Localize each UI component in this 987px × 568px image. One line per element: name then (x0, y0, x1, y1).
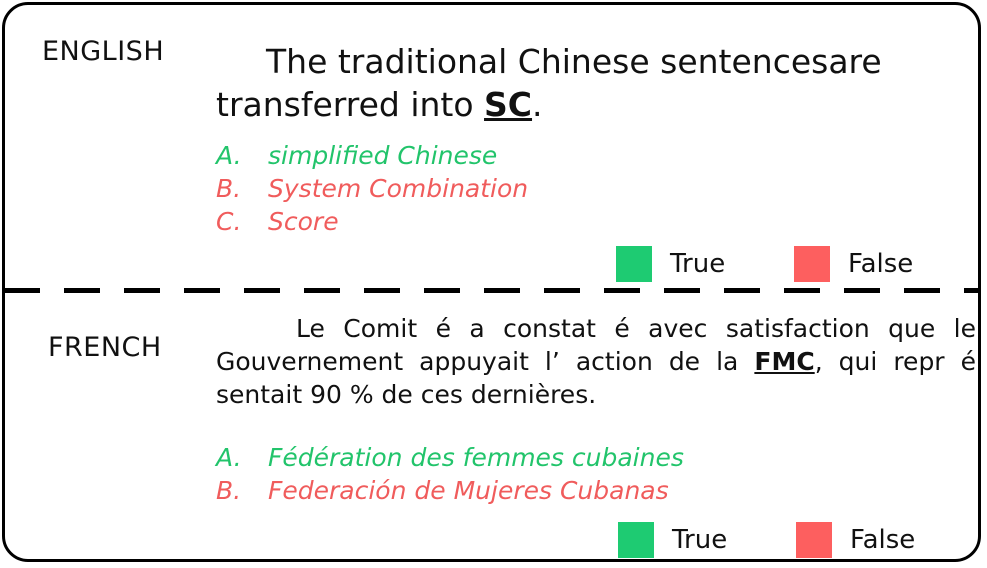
option-text: Fédération des femmes cubaines (268, 443, 684, 472)
english-term: SC (484, 85, 533, 124)
french-sentence-before: Le Comit é a constat é avec satisfaction… (216, 314, 976, 376)
french-sentence: Le Comit é a constat é avec satisfaction… (216, 312, 976, 411)
option-text: simplified Chinese (268, 141, 498, 170)
option-text: Federación de Mujeres Cubanas (268, 476, 669, 505)
english-sentence-after: . (532, 85, 543, 124)
option-text: Score (268, 207, 339, 236)
french-term: FMC (754, 347, 815, 376)
legend-true-label: True (672, 525, 728, 555)
english-option-c: C. Score (216, 205, 528, 238)
legend-false-label: False (848, 249, 914, 279)
english-legend-false: False (794, 246, 913, 282)
french-option-a: A. Fédération des femmes cubaines (216, 441, 684, 474)
legend-true-label: True (670, 249, 726, 279)
option-letter: C. (216, 207, 242, 236)
option-letter: B. (216, 174, 242, 203)
option-letter: A. (216, 141, 242, 170)
french-legend-false: False (796, 522, 915, 558)
french-options: A. Fédération des femmes cubaines B. Fed… (216, 441, 684, 507)
english-sentence-before: The traditional Chinese sentencesare tra… (216, 42, 882, 124)
option-text: System Combination (268, 174, 529, 203)
french-label: FRENCH (48, 332, 162, 363)
legend-false-label: False (850, 525, 916, 555)
english-options: A. simplified Chinese B. System Combinat… (216, 139, 528, 238)
option-letter: A. (216, 443, 242, 472)
panel-frame (2, 2, 981, 562)
false-swatch (794, 246, 830, 282)
french-legend-true: True (618, 522, 727, 558)
english-option-a: A. simplified Chinese (216, 139, 528, 172)
english-option-b: B. System Combination (216, 172, 528, 205)
english-label: ENGLISH (42, 36, 165, 67)
true-swatch (616, 246, 652, 282)
french-sentence-after: , qui repr é sentait 90 % de ces dernièr… (216, 347, 976, 409)
option-letter: B. (216, 476, 242, 505)
english-sentence: The traditional Chinese sentencesare tra… (216, 40, 936, 126)
true-swatch (618, 522, 654, 558)
section-divider (4, 288, 981, 293)
english-legend-true: True (616, 246, 725, 282)
false-swatch (796, 522, 832, 558)
french-option-b: B. Federación de Mujeres Cubanas (216, 474, 684, 507)
